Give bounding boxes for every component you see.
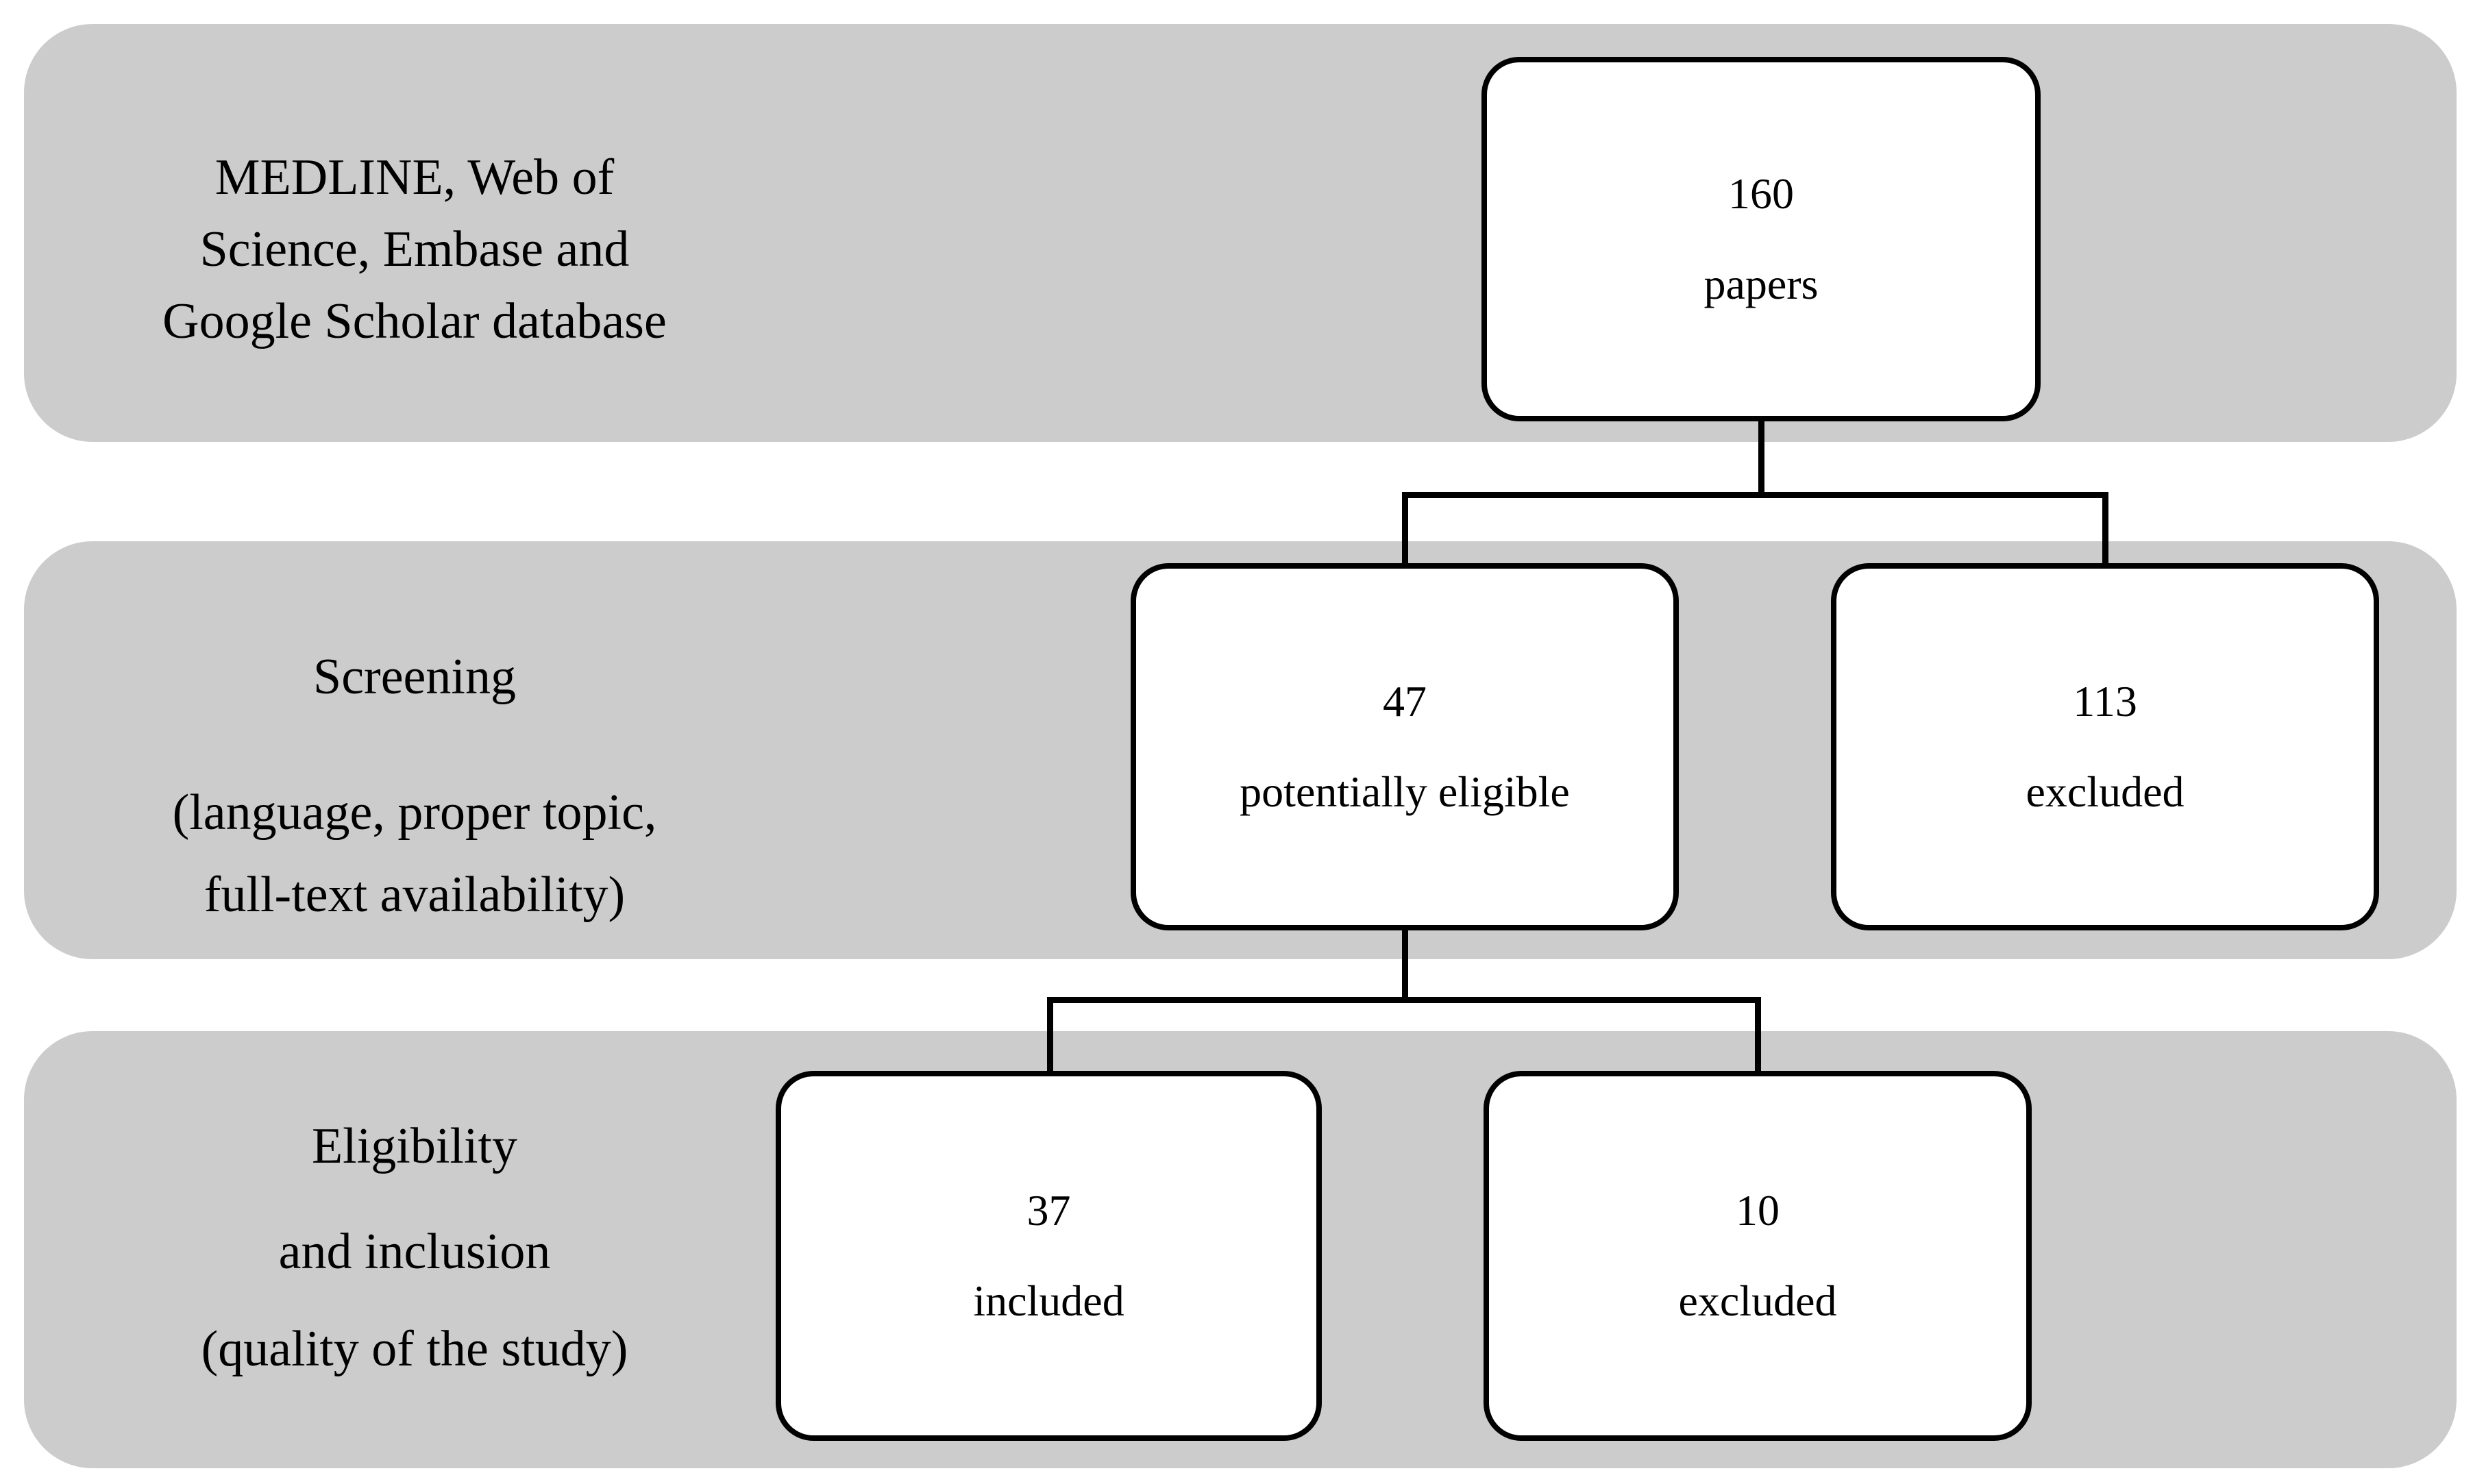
- node-value: 113: [2073, 677, 2137, 726]
- connector-papers-down: [1758, 421, 1764, 495]
- node-value: 47: [1383, 677, 1427, 726]
- connector-split-screening: [1402, 492, 2108, 498]
- node-included: 37 included: [776, 1071, 1322, 1441]
- stage-label-line: Science, Embase and: [199, 221, 630, 277]
- stage-label-line: and inclusion: [278, 1224, 551, 1280]
- stage-label-line: Screening: [313, 649, 516, 705]
- node-potentially-eligible: 47 potentially eligible: [1131, 563, 1679, 930]
- node-label: potentially eligible: [1240, 767, 1570, 816]
- connector-drop-excluded-eligibility: [1755, 997, 1761, 1071]
- stage-label-line: Eligibility: [311, 1118, 518, 1174]
- connector-drop-included: [1047, 997, 1053, 1071]
- node-label: excluded: [1678, 1276, 1837, 1325]
- stage-label-screening: Screening (language, proper topic, full-…: [45, 541, 785, 959]
- stage-label-line: full-text availability): [204, 867, 626, 923]
- stage-label-identification: MEDLINE, Web of Science, Embase and Goog…: [45, 24, 785, 442]
- connector-drop-potentially-eligible: [1402, 492, 1408, 563]
- connector-eligible-down: [1402, 930, 1408, 1003]
- node-label: papers: [1703, 260, 1819, 308]
- connector-split-eligibility: [1047, 997, 1761, 1003]
- node-excluded-eligibility: 10 excluded: [1484, 1071, 2032, 1441]
- node-value: 37: [1026, 1186, 1071, 1235]
- stage-label-line: MEDLINE, Web of: [214, 149, 615, 206]
- stage-band-identification: MEDLINE, Web of Science, Embase and Goog…: [24, 24, 2457, 442]
- stage-label-eligibility: Eligibility and inclusion (quality of th…: [45, 1031, 785, 1468]
- stage-label-line: (language, proper topic,: [172, 784, 657, 841]
- node-label: excluded: [2026, 767, 2185, 816]
- stage-label-line: Google Scholar database: [162, 293, 667, 349]
- node-papers: 160 papers: [1481, 57, 2041, 421]
- node-excluded-screening: 113 excluded: [1831, 563, 2379, 930]
- node-value: 160: [1728, 169, 1794, 218]
- connector-drop-excluded-screening: [2102, 492, 2108, 563]
- stage-label-line: (quality of the study): [201, 1321, 628, 1377]
- node-label: included: [973, 1276, 1124, 1325]
- node-value: 10: [1736, 1186, 1780, 1235]
